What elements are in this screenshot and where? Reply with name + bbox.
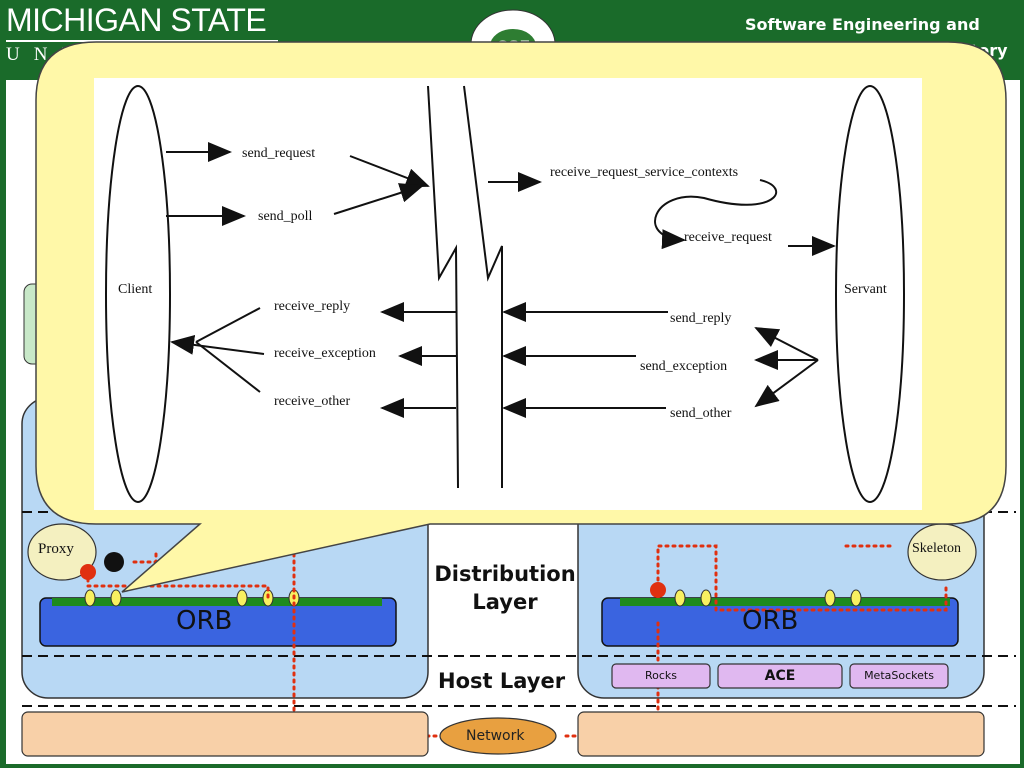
proxy-port (104, 552, 124, 572)
host-layer-label: Host Layer (438, 669, 566, 693)
university-subtitle: UNIVERSITY (6, 44, 260, 65)
rocks-label: Rocks (644, 669, 678, 682)
proxy-label: Proxy (38, 541, 74, 557)
skeleton-label: Skeleton (912, 541, 961, 556)
orb-left-bar (52, 598, 382, 606)
servant-label: Servant (844, 282, 887, 297)
orb-right-label: ORB (742, 606, 799, 636)
distribution-layer-label: Distribution Layer (434, 560, 576, 616)
rocks-box (611, 663, 711, 689)
seal-text: CSE (496, 37, 531, 56)
receive-request-label: receive_request (684, 230, 772, 245)
metasockets-label: MetaSockets (864, 669, 934, 682)
orb-left-label: ORB (176, 606, 233, 636)
receive-reply-label: receive_reply (274, 299, 351, 314)
client-label: Client (118, 282, 153, 297)
receive-exception-label: receive_exception (274, 346, 376, 361)
header-banner: MICHIGAN STATE UNIVERSITY CSE Software E… (0, 0, 1024, 80)
ace-box (717, 663, 843, 689)
lab-name-line1: Software Engineering and (745, 15, 980, 34)
network-cloud-icon (439, 717, 557, 755)
right-red-dot (650, 582, 666, 598)
right-border (1020, 80, 1024, 768)
lab-name: Software Engineering and Network Systems… (745, 12, 1008, 64)
left-border (0, 80, 6, 768)
left-top-box (23, 283, 55, 365)
servant-oval (835, 85, 905, 503)
distribution-label-line2: Layer (472, 590, 538, 614)
ace-label: ACE (764, 668, 796, 684)
distribution-label-line1: Distribution (434, 562, 576, 586)
bottom-border (0, 764, 1024, 768)
receive-other-label: receive_other (274, 394, 351, 409)
university-divider (6, 40, 278, 42)
send-poll-label: send_poll (258, 209, 313, 224)
department-seal-icon: CSE (470, 9, 556, 76)
lab-name-line2: Network Systems Laboratory (745, 41, 1008, 60)
interceptor-pole (427, 85, 503, 489)
send-other-label: send_other (670, 406, 732, 421)
network-label: Network (466, 728, 525, 744)
flow-arrows (105, 85, 905, 503)
receive-request-service-contexts-label: receive_request_service_contexts (550, 165, 739, 180)
orb-right-bar (620, 598, 950, 606)
network-left-box (21, 711, 429, 757)
send-reply-label: send_reply (670, 311, 732, 326)
send-request-label: send_request (242, 146, 316, 161)
network-right-box (577, 711, 985, 757)
interceptor-flow-diagram: Client Servant send_request send_poll re… (94, 78, 922, 510)
client-oval (105, 85, 171, 503)
orb-connectors (84, 589, 862, 607)
metasockets-box (849, 663, 949, 689)
university-name: MICHIGAN STATE (6, 2, 267, 38)
send-exception-label: send_exception (640, 359, 728, 374)
